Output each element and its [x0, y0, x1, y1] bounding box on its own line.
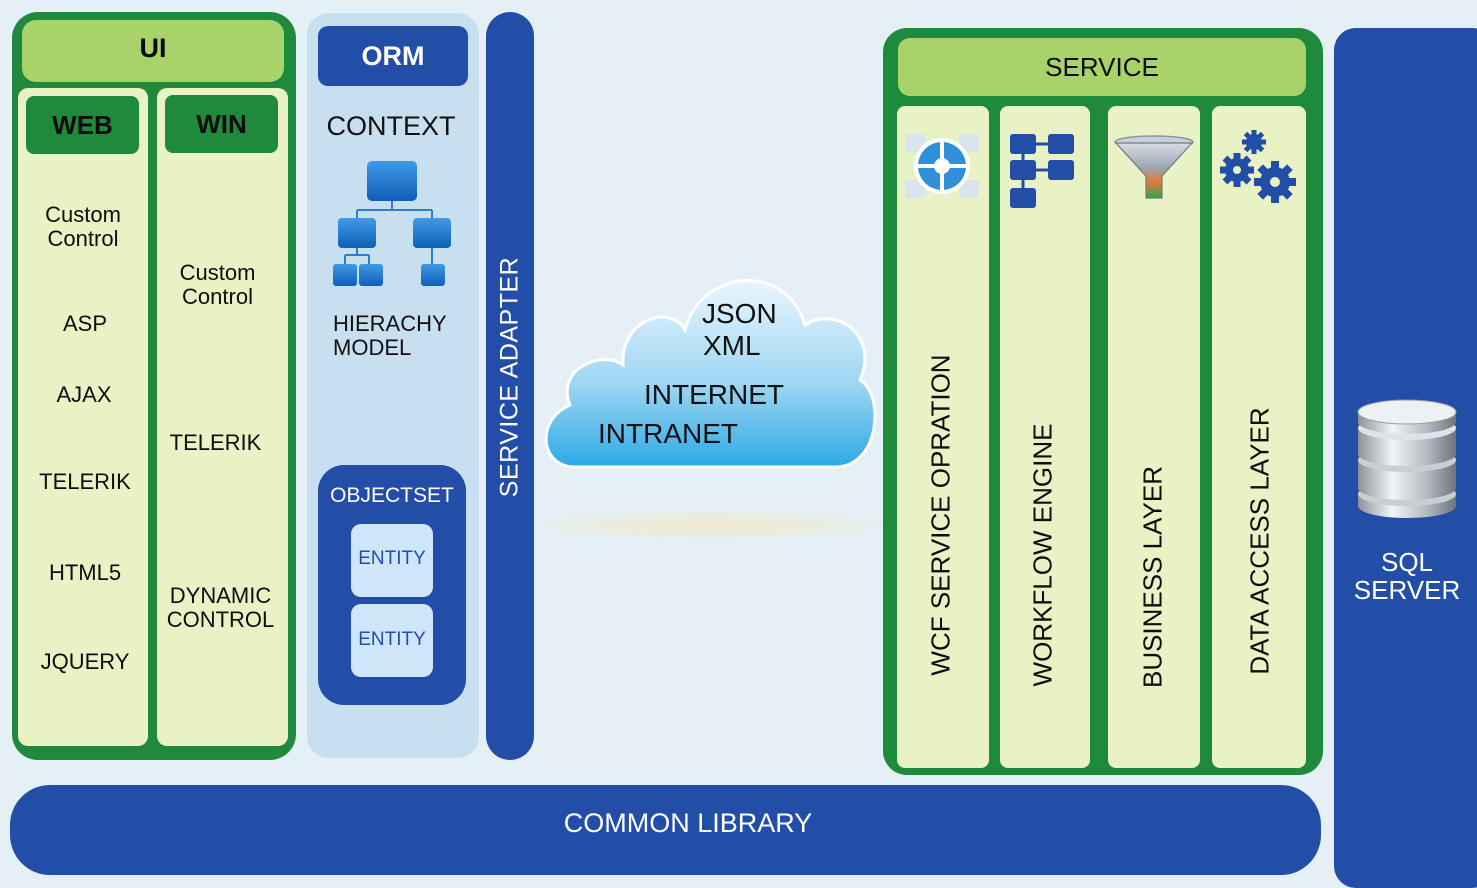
service-header: SERVICE — [898, 38, 1306, 96]
web-column — [18, 88, 148, 746]
service-column-business — [1108, 106, 1200, 768]
objectset-title: OBJECTSET — [330, 484, 454, 507]
win-column — [157, 88, 288, 746]
web-item-ajax: AJAX — [56, 382, 112, 407]
win-item-custom-control: Custom Control — [179, 260, 256, 309]
entity-label: ENTITY — [358, 548, 426, 569]
service-adapter-bar — [486, 12, 534, 760]
service-adapter-label: SERVICE ADAPTER — [495, 256, 524, 498]
cloud-shadow — [535, 510, 885, 540]
entity-box: ENTITY — [351, 604, 433, 677]
win-item-dynamic-control: DYNAMIC CONTROL — [166, 583, 275, 632]
cloud-icon — [544, 278, 877, 469]
cloud-xml-label: XML — [703, 330, 761, 361]
ui-header: UI — [22, 20, 284, 82]
service-column-workflow — [1000, 106, 1090, 768]
funnel-icon — [1114, 135, 1194, 199]
workflow-engine-label: WORKFLOW ENGINE — [1027, 423, 1058, 687]
web-item-jquery: JQUERY — [40, 649, 130, 674]
cloud-json-label: JSON — [702, 298, 777, 329]
hierarchy-model-label: HIERACHY MODEL — [333, 311, 447, 360]
common-library-label: COMMON LIBRARY — [563, 808, 813, 838]
workflow-icon — [1010, 134, 1074, 208]
web-header: WEB — [26, 96, 139, 154]
wcf-service-operation-label: WCF SERVICE OPRATION — [925, 354, 956, 676]
orm-header: ORM — [318, 26, 468, 86]
database-icon — [1357, 399, 1457, 518]
web-item-html5: HTML5 — [48, 560, 122, 585]
sql-server-label: SQL SERVER — [1353, 547, 1461, 605]
service-column-data-access — [1212, 106, 1306, 768]
common-library-bar — [10, 785, 1321, 875]
web-item-telerik: TELERIK — [39, 469, 131, 494]
hierarchy-model-icon — [333, 161, 451, 286]
web-item-asp: ASP — [62, 311, 108, 336]
ui-title: UI — [139, 33, 167, 63]
service-column-wcf — [897, 106, 989, 768]
web-item-custom-control: Custom Control — [45, 202, 121, 251]
business-layer-label: BUSINESS LAYER — [1137, 465, 1168, 689]
cloud-intranet-label: INTRANET — [598, 418, 738, 449]
gears-icon — [1220, 130, 1296, 203]
wcf-service-icon — [905, 134, 979, 198]
cloud-internet-label: INTERNET — [644, 379, 784, 410]
entity-box: ENTITY — [351, 524, 433, 597]
data-access-layer-label: DATA ACCESS LAYER — [1244, 407, 1275, 675]
entity-label: ENTITY — [358, 629, 426, 650]
orm-context-label: CONTEXT — [326, 111, 456, 141]
win-item-telerik: TELERIK — [169, 430, 262, 455]
win-header: WIN — [165, 95, 278, 153]
